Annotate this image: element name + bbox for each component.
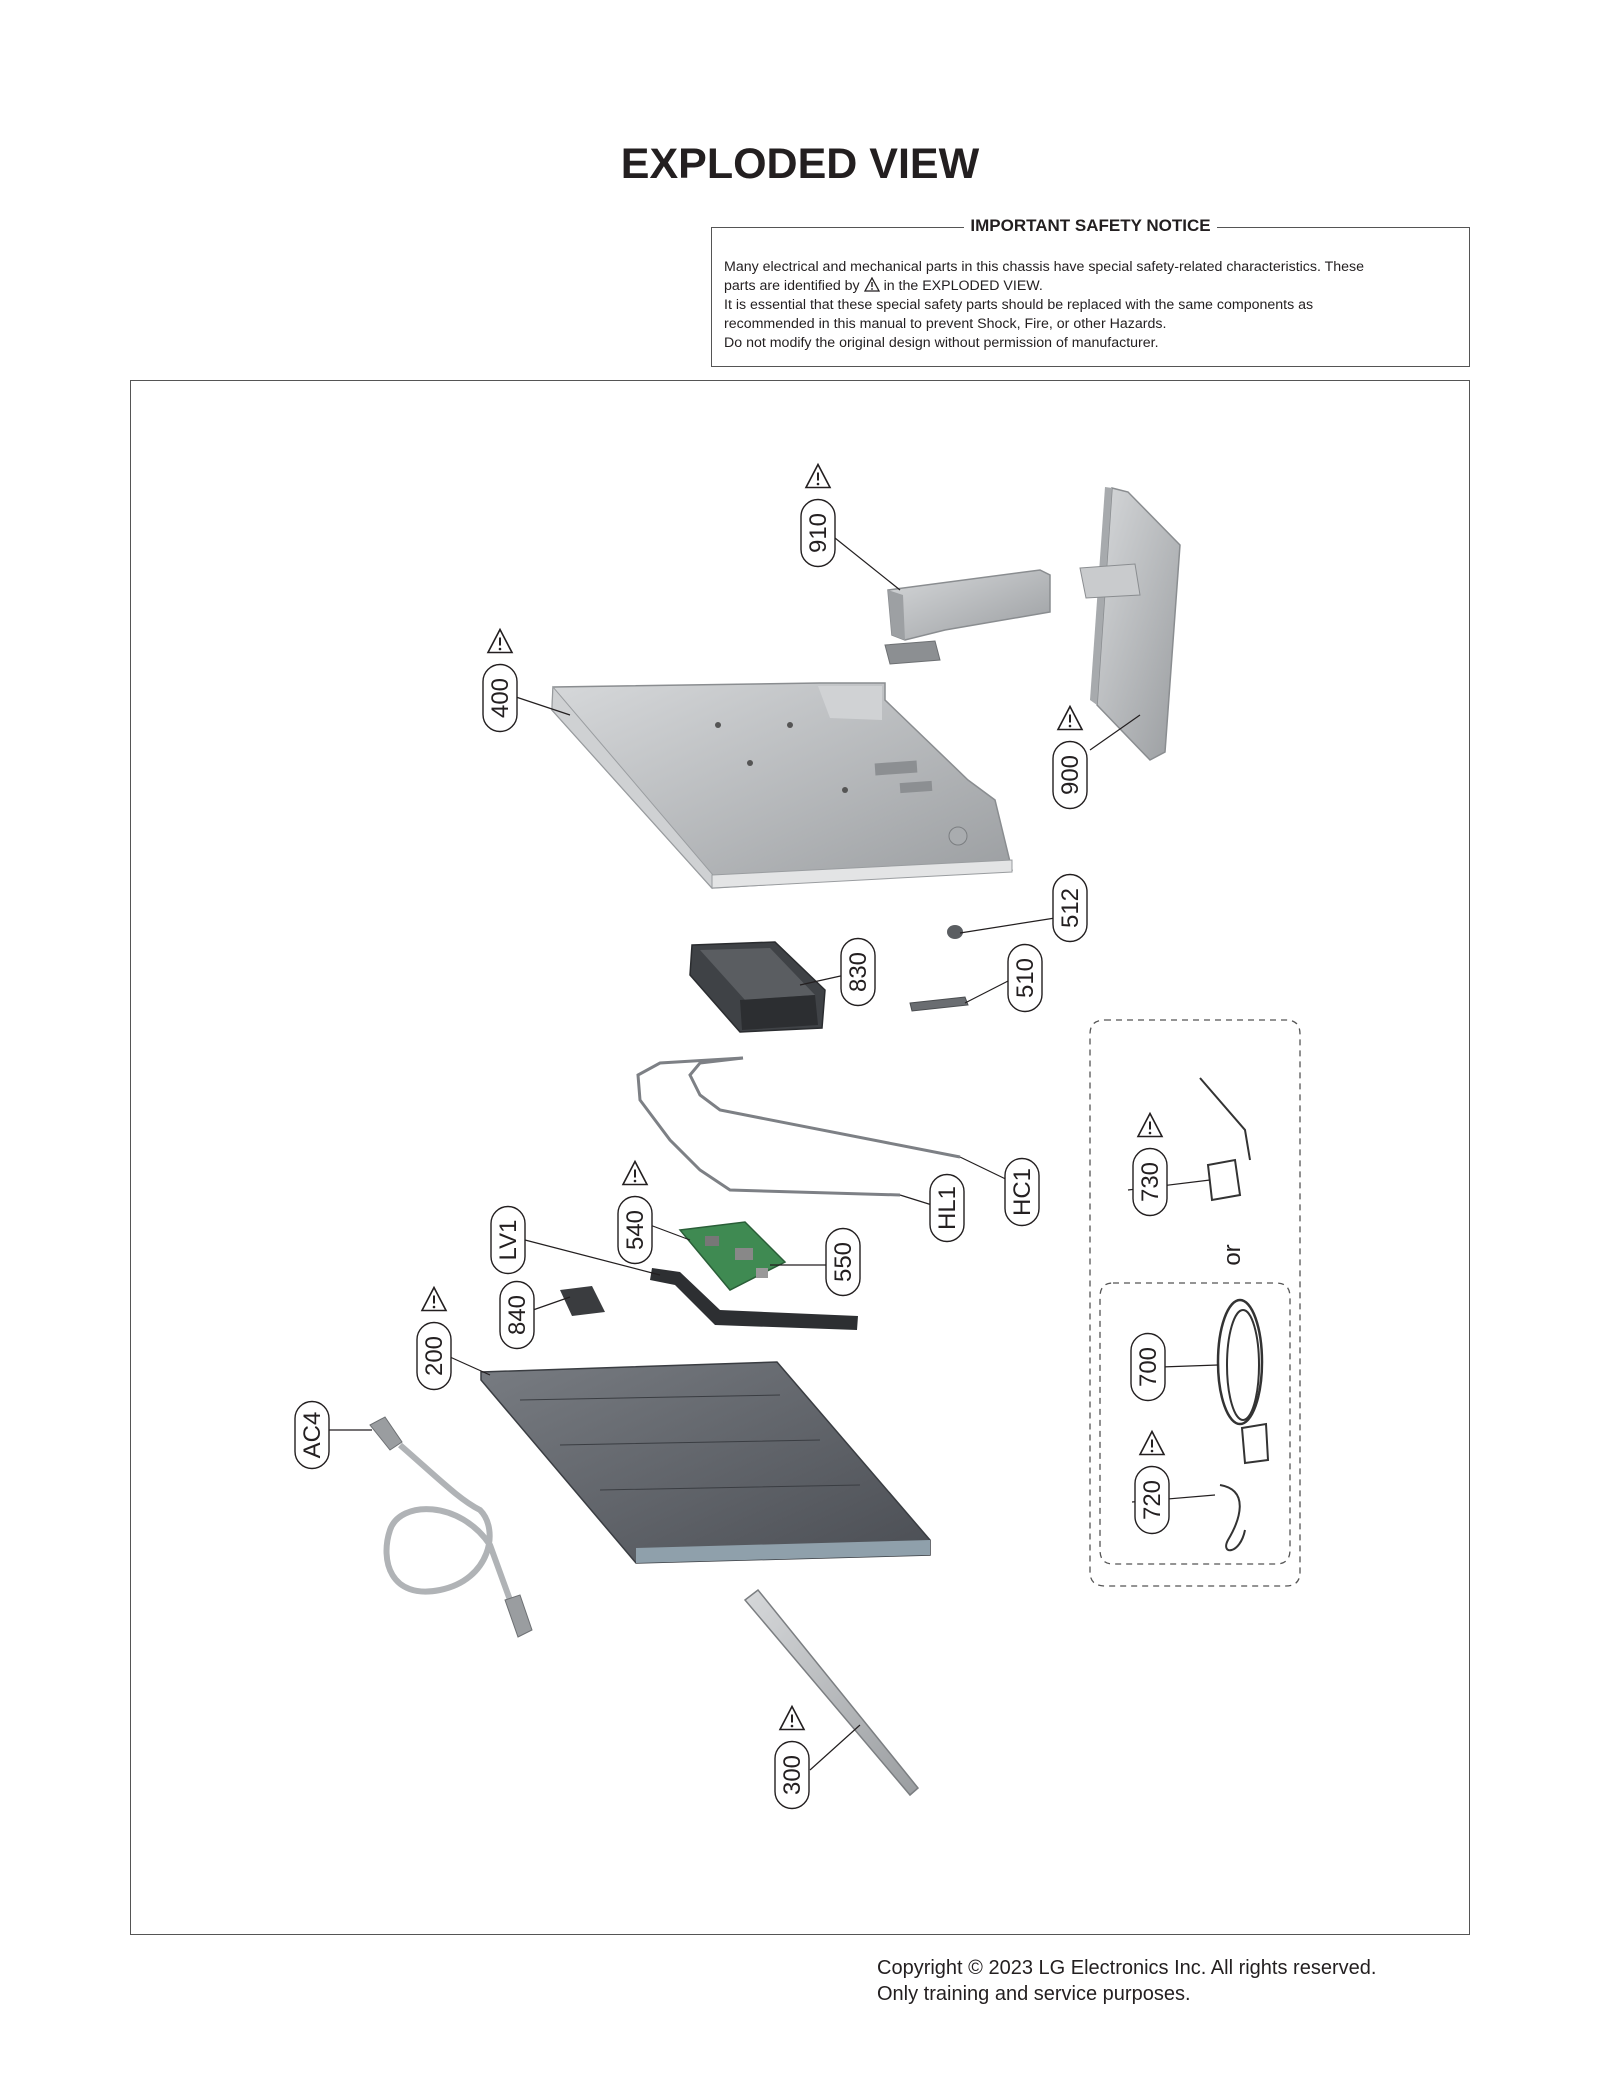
callout-540: 540 bbox=[617, 1160, 653, 1265]
callout-bubble bbox=[1130, 1332, 1166, 1402]
part-number-label: AC4 bbox=[299, 1412, 326, 1459]
lvds-cable-shape bbox=[650, 1268, 858, 1330]
copyright-notice: Copyright © 2023 LG Electronics Inc. All… bbox=[877, 1955, 1376, 2007]
callout-bubble bbox=[1134, 1465, 1170, 1535]
callout-bubble bbox=[1007, 943, 1043, 1013]
callout-840: 840 bbox=[499, 1280, 535, 1350]
part-number-label: HC1 bbox=[1009, 1168, 1036, 1216]
callout-bubble bbox=[416, 1321, 452, 1391]
stand-neck-shape bbox=[884, 569, 1051, 665]
safety-warning-icon bbox=[421, 1286, 447, 1312]
safety-warning-icon bbox=[1137, 1112, 1163, 1138]
callout-bubble bbox=[825, 1227, 861, 1297]
callout-400: 400 bbox=[482, 628, 518, 733]
callout-hl1: HL1 bbox=[929, 1173, 965, 1243]
safety-warning-icon bbox=[805, 463, 831, 489]
callout-bubble bbox=[294, 1400, 330, 1470]
leader-lines bbox=[328, 537, 1219, 1771]
callout-bubble bbox=[490, 1205, 526, 1275]
callout-bubble bbox=[1132, 1147, 1168, 1217]
safety-notice-title: IMPORTANT SAFETY NOTICE bbox=[712, 216, 1469, 236]
part-number-label: 900 bbox=[1057, 755, 1084, 795]
part-number-label: LV1 bbox=[495, 1220, 522, 1261]
safety-notice-body: Many electrical and mechanical parts in … bbox=[724, 258, 1457, 353]
callout-512: 512 bbox=[1052, 873, 1088, 943]
callout-bubble bbox=[800, 498, 836, 568]
callout-900: 900 bbox=[1052, 705, 1088, 810]
hdmi-cable-shape bbox=[369, 1416, 533, 1638]
callout-700: 700 bbox=[1130, 1332, 1166, 1402]
callout-550: 550 bbox=[825, 1227, 861, 1297]
notice-line: Many electrical and mechanical parts in … bbox=[724, 259, 1365, 275]
part-number-label: 840 bbox=[504, 1295, 531, 1335]
shield-bracket-shape bbox=[689, 941, 826, 1033]
notice-line: recommended in this manual to prevent Sh… bbox=[724, 316, 1167, 332]
lcd-panel-shape bbox=[480, 1361, 931, 1564]
warning-triangle-icon bbox=[863, 277, 880, 292]
part-number-label: 910 bbox=[805, 513, 832, 553]
insulator-sheet-shape bbox=[560, 1286, 605, 1316]
part-number-label: 550 bbox=[830, 1242, 857, 1282]
callout-200: 200 bbox=[416, 1286, 452, 1391]
page-title: EXPLODED VIEW bbox=[620, 140, 980, 188]
or-label: or bbox=[1219, 1244, 1246, 1265]
callout-bubble bbox=[1052, 873, 1088, 943]
safety-warning-icon bbox=[487, 628, 513, 654]
part-number-label: 200 bbox=[421, 1336, 448, 1376]
part-number-label: 830 bbox=[845, 952, 872, 992]
notice-line: Do not modify the original design withou… bbox=[724, 335, 1159, 351]
part-number-label: 512 bbox=[1057, 888, 1084, 928]
part-number-label: 700 bbox=[1135, 1347, 1162, 1387]
callout-510: 510 bbox=[1007, 943, 1043, 1013]
stand-base-shape bbox=[1079, 487, 1181, 761]
part-number-label: HL1 bbox=[934, 1186, 961, 1230]
safety-warning-icon bbox=[622, 1160, 648, 1186]
callout-300: 300 bbox=[774, 1705, 810, 1810]
callout-830: 830 bbox=[840, 937, 876, 1007]
callout-730: 730 bbox=[1132, 1112, 1168, 1217]
callout-910: 910 bbox=[800, 463, 836, 568]
main-pcb-shape bbox=[678, 1221, 787, 1291]
harness-cables-shape bbox=[636, 1056, 961, 1197]
button-pcb-shape bbox=[909, 996, 969, 1012]
copyright-line: Only training and service purposes. bbox=[877, 1983, 1191, 2005]
diagram-frame bbox=[130, 380, 1470, 1935]
callout-bubble bbox=[929, 1173, 965, 1243]
safety-warning-icon bbox=[1139, 1430, 1165, 1456]
safety-warning-icon bbox=[1057, 705, 1083, 731]
callout-bubble bbox=[482, 663, 518, 733]
power-accessory-group: or bbox=[1089, 1019, 1301, 1587]
callout-bubble bbox=[617, 1195, 653, 1265]
callout-bubble bbox=[1052, 740, 1088, 810]
callout-bubble bbox=[840, 937, 876, 1007]
part-number-label: 300 bbox=[779, 1755, 806, 1795]
safety-warning-icon bbox=[779, 1705, 805, 1731]
callout-hc1: HC1 bbox=[1004, 1157, 1040, 1227]
callout-bubble bbox=[499, 1280, 535, 1350]
callout-lv1: LV1 bbox=[490, 1205, 526, 1275]
notice-line: parts are identified by in the EXPLODED … bbox=[724, 277, 1043, 294]
copyright-line: Copyright © 2023 LG Electronics Inc. All… bbox=[877, 1957, 1377, 1979]
part-number-label: 540 bbox=[622, 1210, 649, 1250]
safety-notice-box: IMPORTANT SAFETY NOTICE Many electrical … bbox=[711, 216, 1470, 367]
callout-ac4: AC4 bbox=[294, 1400, 330, 1470]
callout-bubble bbox=[774, 1740, 810, 1810]
callout-bubble bbox=[1004, 1157, 1040, 1227]
part-number-label: 510 bbox=[1012, 958, 1039, 998]
part-number-label: 730 bbox=[1137, 1162, 1164, 1202]
part-number-label: 400 bbox=[487, 678, 514, 718]
part-number-label: 720 bbox=[1139, 1480, 1166, 1520]
callout-720: 720 bbox=[1134, 1430, 1170, 1535]
back-cover-shape bbox=[551, 682, 1013, 890]
bottom-bracket-shape bbox=[743, 1588, 920, 1797]
joystick-knob-shape bbox=[947, 925, 963, 939]
notice-line: It is essential that these special safet… bbox=[724, 297, 1314, 313]
